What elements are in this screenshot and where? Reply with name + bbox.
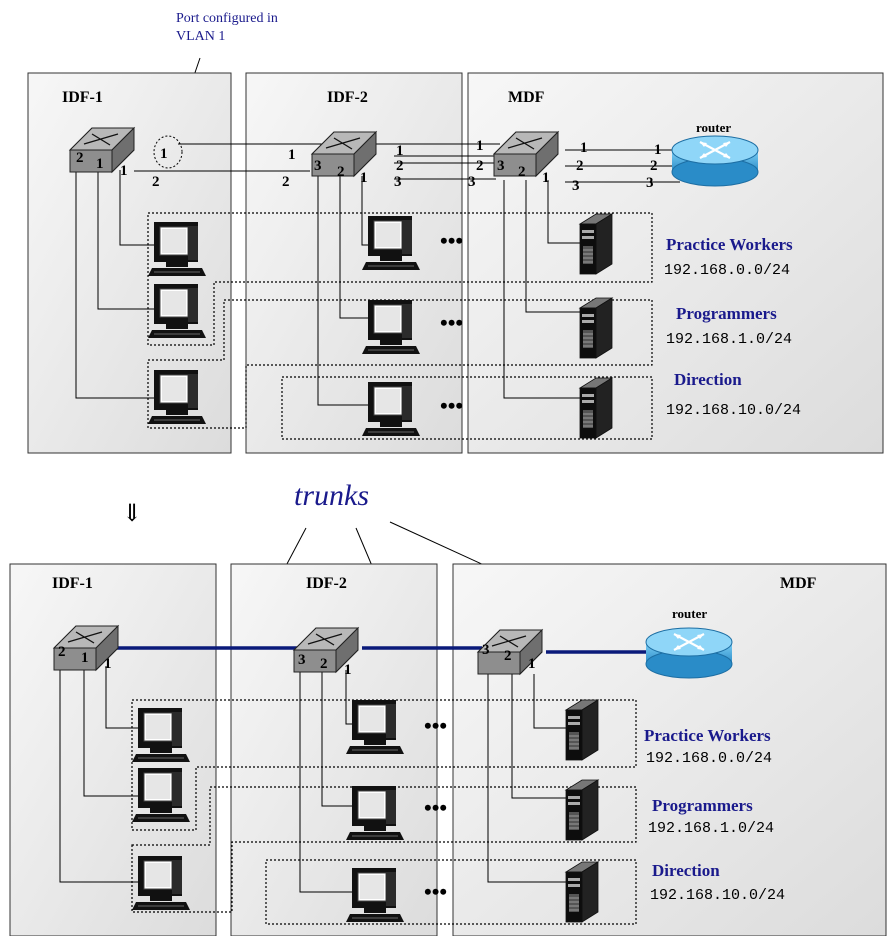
top-label-mdf: MDF [508, 89, 545, 106]
bottom-panel-mdf [452, 563, 887, 936]
bottom-server-direction [565, 861, 599, 923]
bottom-trunk-lines [116, 646, 648, 654]
top-idf2-right-3: 3 [394, 174, 402, 190]
top-mdf-left-1: 1 [476, 138, 484, 154]
top-port-highlight [153, 135, 183, 169]
bottom-vlan-region-programmers [131, 786, 637, 913]
bottom-label-mdf: MDF [780, 575, 817, 592]
top-idf1-port-1b: 1 [120, 163, 128, 179]
bottom-access-cables [59, 666, 566, 893]
top-mdf-port-2: 2 [518, 164, 526, 180]
top-vlan-name-programmers: Programmers [676, 304, 777, 323]
top-idf2-port-1: 1 [360, 170, 368, 186]
top-vlan-name-direction: Direction [674, 370, 742, 389]
bottom-vlan-name-practice: Practice Workers [644, 726, 771, 745]
annotation-line2: VLAN 1 [176, 29, 225, 44]
bottom-vlan-subnet-practice: 192.168.0.0/24 [646, 750, 772, 767]
bottom-server-programmers [565, 779, 599, 841]
bottom-vlan-name-programmers: Programmers [652, 796, 753, 815]
bottom-idf1-port-2: 2 [58, 644, 66, 660]
annotation-line1: Port configured in [176, 11, 278, 26]
top-vlan-name-practice: Practice Workers [666, 235, 793, 254]
top-router-label: router [696, 120, 731, 135]
trunks-label: trunks [294, 479, 369, 512]
top-access-cables [75, 170, 580, 406]
top-ellipsis-programmers: ••• [440, 310, 463, 335]
top-mdf-port-1: 1 [542, 170, 550, 186]
top-mdf-left-3: 3 [468, 174, 476, 190]
top-vlan-subnet-practice: 192.168.0.0/24 [664, 262, 790, 279]
bottom-label-idf2: IDF-2 [306, 575, 347, 592]
bottom-idf2-port-3: 3 [298, 652, 306, 668]
bottom-panel-idf1 [9, 563, 217, 936]
bottom-vlan-region-practice [131, 699, 637, 831]
top-idf1-port-2: 2 [76, 150, 84, 166]
top-idf1-uplink-1: 1 [160, 146, 168, 162]
bottom-label-idf1: IDF-1 [52, 575, 93, 592]
bottom-ellipsis-programmers: ••• [424, 795, 447, 820]
top-idf2-left-1: 1 [288, 147, 296, 163]
bottom-server-practice [565, 699, 599, 761]
bottom-mdf-port-1: 1 [528, 656, 536, 672]
top-vlan-subnet-direction: 192.168.10.0/24 [666, 402, 801, 419]
bottom-ellipsis-practice: ••• [424, 713, 447, 738]
top-mdf-right-3: 3 [572, 178, 580, 194]
top-ellipsis-direction: ••• [440, 393, 463, 418]
top-router-port-2: 2 [650, 158, 658, 174]
top-router-port-1: 1 [654, 142, 662, 158]
bottom-mdf-port-3: 3 [482, 642, 490, 658]
top-panel-idf2 [245, 72, 463, 454]
bottom-vlan-region-direction [265, 859, 637, 925]
top-mdf-left-2: 2 [476, 158, 484, 174]
top-mdf-port-3: 3 [497, 158, 505, 174]
top-mdf-right-2: 2 [576, 158, 584, 174]
bottom-idf2-port-2: 2 [320, 656, 328, 672]
top-label-idf1: IDF-1 [62, 89, 103, 106]
top-idf2-right-2: 2 [396, 158, 404, 174]
bottom-idf2-port-1: 1 [344, 662, 352, 678]
top-idf1-uplink-2: 2 [152, 174, 160, 190]
bottom-vlan-name-direction: Direction [652, 861, 720, 880]
top-vlan-subnet-programmers: 192.168.1.0/24 [666, 331, 792, 348]
top-idf2-right-1: 1 [396, 143, 404, 159]
bottom-vlan-subnet-programmers: 192.168.1.0/24 [648, 820, 774, 837]
top-ellipsis-practice: ••• [440, 228, 463, 253]
bottom-idf1-port-1a: 1 [81, 650, 89, 666]
top-router-icon [670, 134, 760, 188]
top-idf2-left-2: 2 [282, 174, 290, 190]
bottom-panel-idf2 [230, 563, 438, 936]
top-idf2-port-3: 3 [314, 158, 322, 174]
top-server-direction [579, 377, 613, 439]
top-idf1-port-1a: 1 [96, 156, 104, 172]
bottom-router-icon [644, 626, 734, 680]
bottom-mdf-port-2: 2 [504, 648, 512, 664]
bottom-router-label: router [672, 606, 707, 621]
top-server-practice [579, 213, 613, 275]
top-idf2-port-2: 2 [337, 164, 345, 180]
top-vlan-region-practice [147, 212, 653, 346]
bottom-ellipsis-direction: ••• [424, 879, 447, 904]
top-vlan-region-direction [281, 376, 653, 440]
top-vlan-region-programmers [147, 299, 653, 429]
bottom-vlan-subnet-direction: 192.168.10.0/24 [650, 887, 785, 904]
transition-arrow: ⇓ [122, 501, 142, 527]
top-label-idf2: IDF-2 [327, 89, 368, 106]
top-router-port-3: 3 [646, 175, 654, 191]
top-mdf-right-1: 1 [580, 140, 588, 156]
top-server-programmers [579, 297, 613, 359]
bottom-idf1-port-1b: 1 [104, 656, 112, 672]
